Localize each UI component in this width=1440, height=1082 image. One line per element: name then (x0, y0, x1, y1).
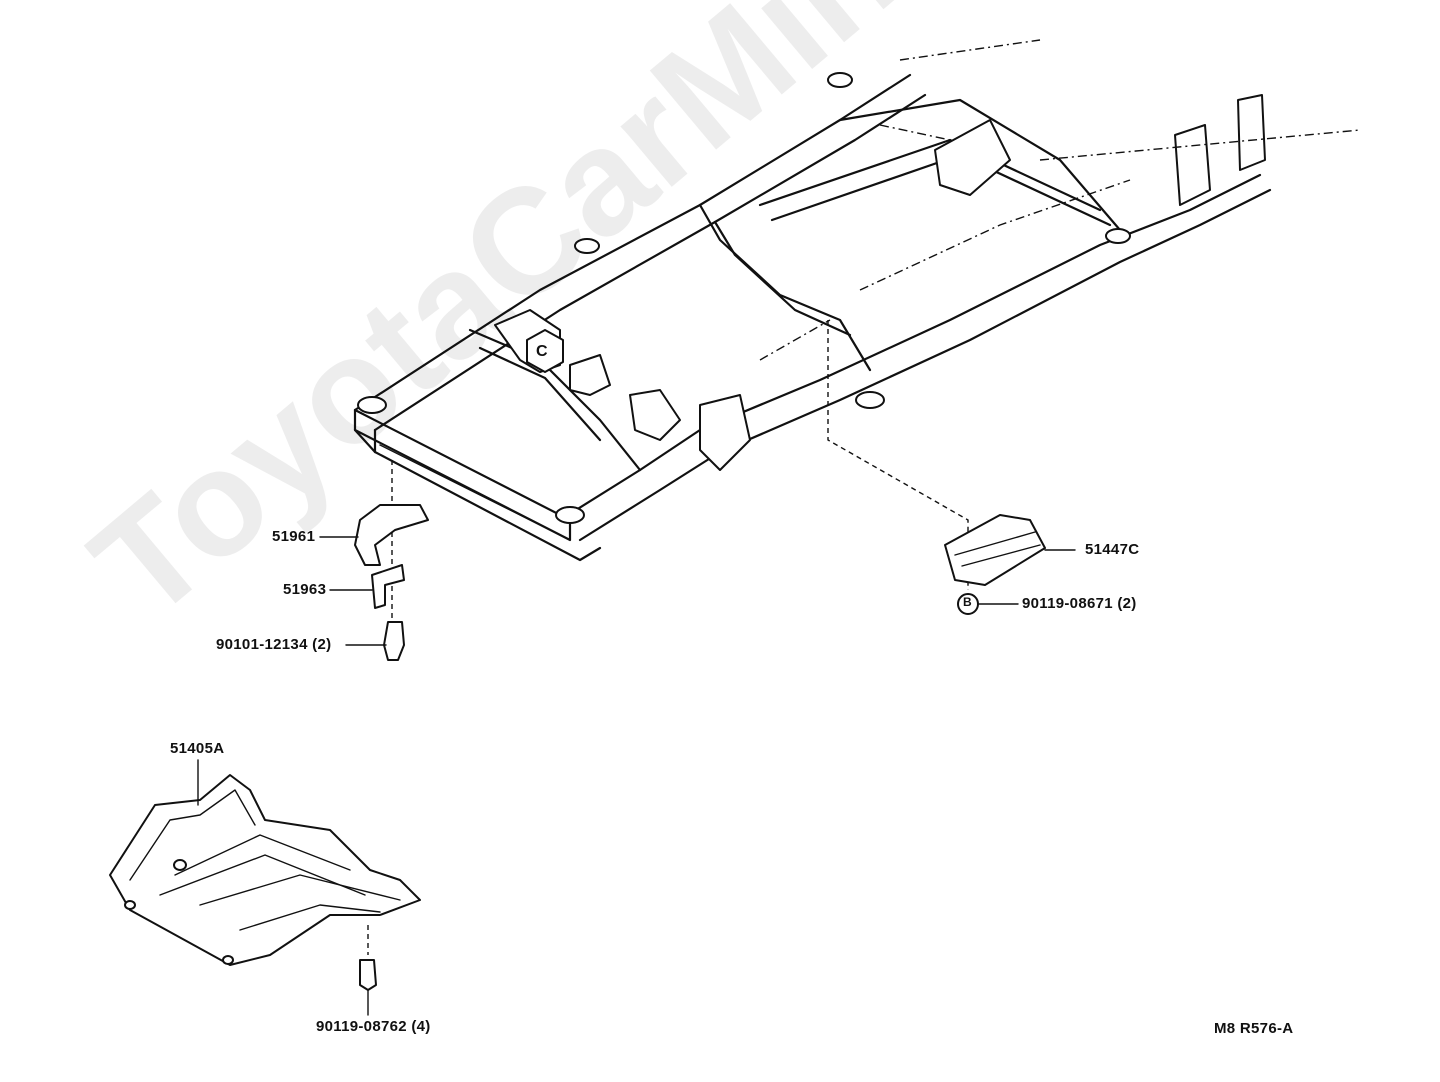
callout-51405a: 51405A (170, 740, 225, 757)
callout-51963: 51963 (283, 581, 327, 598)
reference-b-label: B (963, 595, 972, 609)
callout-90119-08671: 90119-08671 (2) (1022, 595, 1137, 612)
callout-51961: 51961 (272, 528, 316, 545)
reference-c-marker (526, 329, 564, 373)
callout-90119-08762: 90119-08762 (4) (316, 1018, 431, 1035)
chassis-frame (353, 39, 1361, 562)
front-bracket-assembly (319, 460, 429, 661)
rear-skid-plate-assembly (827, 320, 1076, 615)
callout-51447c: 51447C (1085, 541, 1140, 558)
callout-90101-12134: 90101-12134 (2) (216, 636, 332, 653)
reference-c-label: C (536, 343, 548, 360)
drawing-code: M8 R576-A (1214, 1020, 1294, 1037)
engine-under-cover (109, 759, 421, 1016)
